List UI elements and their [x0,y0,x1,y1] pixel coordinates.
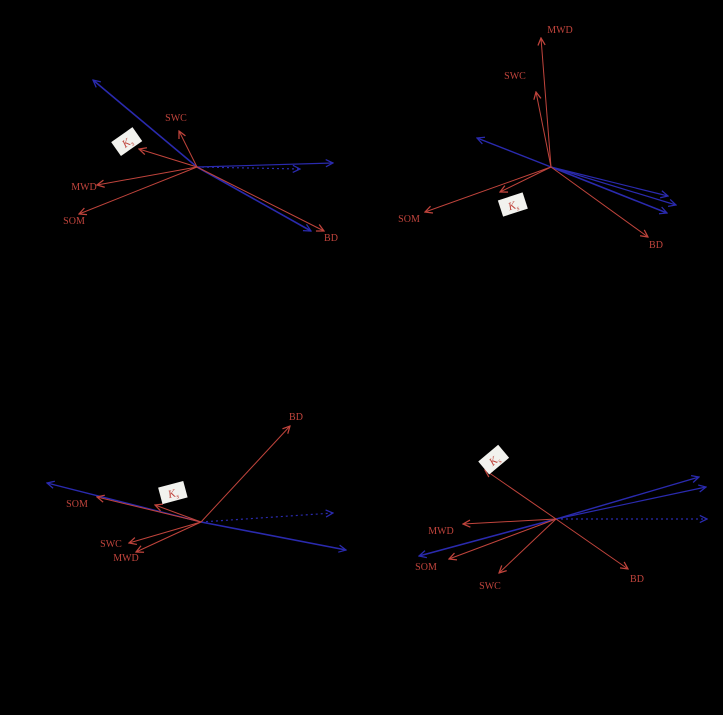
env-vector-k [155,505,202,523]
species-vector [196,166,311,232]
env-label: MWD [113,553,139,564]
env-vector-som [425,166,552,212]
env-vector-swc [179,131,198,168]
env-label: MWD [71,182,97,193]
species-vector [419,518,557,556]
species-vector [196,167,300,169]
label-box-background [497,192,528,217]
species-vector [477,138,552,168]
env-label: BD [630,574,644,585]
species-vector [200,521,346,550]
env-vector-swc [536,92,552,168]
env-vector-bd [555,518,628,569]
env-vector-som [79,166,198,214]
env-label-box-k: Ks [158,480,188,505]
env-label: SOM [66,499,88,510]
env-vector-bd [196,166,324,231]
env-label: BD [649,240,663,251]
env-label-box-k: Ks [478,444,510,475]
env-vector-k [500,166,552,192]
species-vector [200,513,333,523]
env-label: SOM [415,562,437,573]
env-label: SWC [165,113,187,124]
species-vector [555,487,706,520]
env-label-box-k: Ks [111,127,143,157]
env-label-box-k: Ks [497,192,528,217]
env-label: SOM [398,214,420,225]
env-vector-swc [499,518,557,573]
env-label: MWD [547,25,573,36]
env-vector-mwd [463,518,557,524]
env-label: MWD [428,526,454,537]
env-vector-k [139,149,198,168]
env-label: BD [324,233,338,244]
species-vector [196,163,333,168]
env-vector-swc [129,521,202,543]
species-vector [555,477,699,520]
env-vector-mwd [136,521,202,552]
env-vector-bd [200,426,290,523]
env-vector-som [449,518,557,559]
species-vector [550,166,676,205]
label-box-background [478,444,510,475]
env-label: BD [289,412,303,423]
species-vector [93,80,198,168]
env-vector-bd [550,166,648,237]
env-vector-mwd [97,166,198,185]
env-vector-k [485,470,557,520]
env-vector-mwd [541,38,552,168]
species-vector [550,166,667,213]
species-vector [550,166,668,196]
env-label: SWC [100,539,122,550]
label-box-background [158,480,188,505]
env-label: SWC [504,71,526,82]
label-box-background [111,127,143,157]
env-label: SWC [479,581,501,592]
env-vector-som [97,497,202,523]
env-label: SOM [63,216,85,227]
